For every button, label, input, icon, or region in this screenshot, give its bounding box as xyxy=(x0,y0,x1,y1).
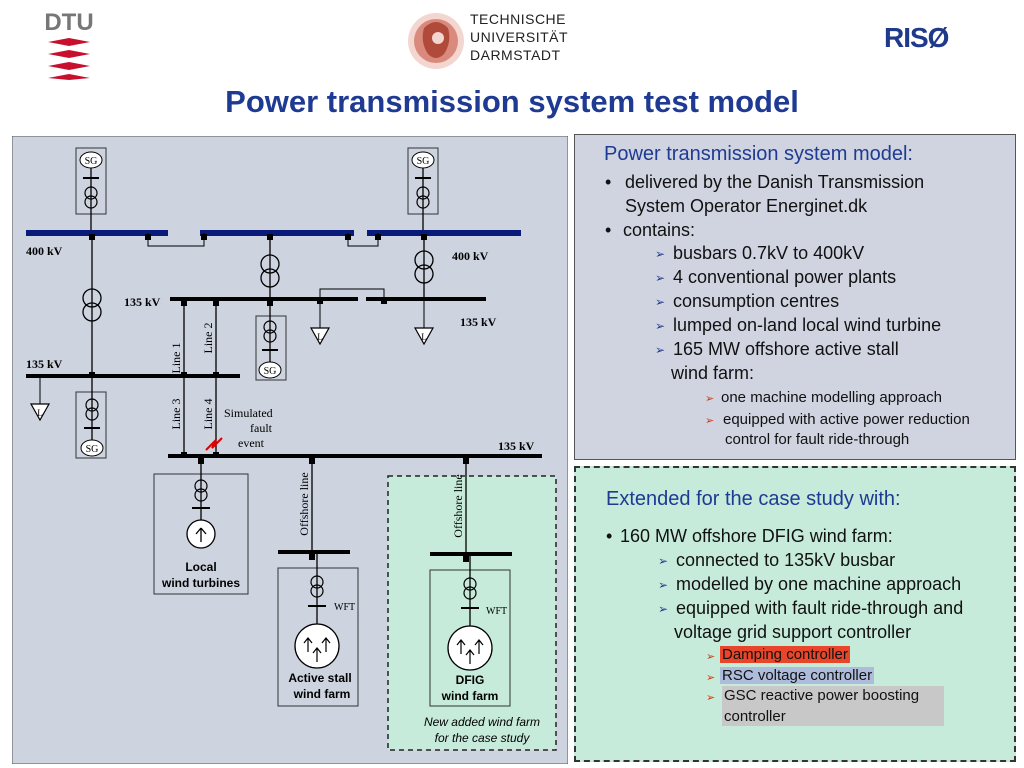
sg-block-lower-left xyxy=(75,391,107,459)
panel2-sub-1: connected to 135kV busbar xyxy=(676,550,896,570)
active-stall-label-1: Active stall xyxy=(288,671,351,685)
system-model-panel: Power transmission system model: • deliv… xyxy=(574,134,1016,460)
tud-line-2: UNIVERSITÄT xyxy=(470,29,569,45)
label-line-4: Line 4 xyxy=(201,399,215,430)
panel1-sub-4: lumped on-land local wind turbine xyxy=(673,315,942,335)
busbar-135kv-main xyxy=(168,454,542,458)
fault-label-line-2: fault xyxy=(250,421,273,435)
panel2-sub-2: modelled by one machine approach xyxy=(676,574,962,594)
sg-block-middle xyxy=(255,315,287,381)
panel2-bullet-1-dot: • xyxy=(606,526,613,546)
label-135kv-top: 135 kV xyxy=(124,295,161,309)
label-line-3: Line 3 xyxy=(169,399,183,430)
arrow-icon: ➢ xyxy=(655,271,666,285)
svg-text:L: L xyxy=(421,332,427,342)
arrow-icon: ➢ xyxy=(658,602,669,616)
panel2-subsub-1: Damping controller xyxy=(720,646,850,663)
dfig-label-1: DFIG xyxy=(456,673,485,687)
panel1-sub-1: busbars 0.7kV to 400kV xyxy=(673,243,865,263)
arrow-red-icon: ➢ xyxy=(706,651,716,663)
panel2-bullet-1: 160 MW offshore DFIG wind farm: xyxy=(620,526,893,546)
label-135kv-left: 135 kV xyxy=(26,357,63,371)
panel1-subsub-1: one machine modelling approach xyxy=(721,389,942,406)
busbar-135kv-top xyxy=(170,297,358,301)
arrow-red-icon: ➢ xyxy=(705,393,715,405)
sg-label-top-left: SG xyxy=(85,156,98,167)
page-title: Power transmission system test model xyxy=(225,84,799,119)
local-wt-label-1: Local xyxy=(185,560,216,574)
svg-text:L: L xyxy=(317,332,323,342)
panel2-sub-3: equipped with fault ride-through and xyxy=(676,598,964,618)
power-system-diagram: 400 kV 400 kV SG SG 135 kV 135 kV L L xyxy=(12,136,568,764)
panel2-sub-3-cont: voltage grid support controller xyxy=(674,622,912,642)
label-135kv-main: 135 kV xyxy=(498,439,535,453)
panel1-sub-2: 4 conventional power plants xyxy=(673,267,897,287)
busbar-135kv-right xyxy=(366,297,486,301)
tud-athena-logo xyxy=(408,13,464,69)
panel2-subsub-3: GSC reactive power boosting xyxy=(724,687,920,704)
dtu-logo-text: DTU xyxy=(44,9,93,36)
panel1-bullet-1-line-2: System Operator Energinet.dk xyxy=(625,196,868,216)
arrow-icon: ➢ xyxy=(655,295,666,309)
panel1-sub-5: 165 MW offshore active stall xyxy=(673,339,899,359)
panel1-bullet-2-dot: • xyxy=(605,220,612,240)
arrow-red-icon: ➢ xyxy=(706,692,716,704)
panel1-sub-5-cont: wind farm: xyxy=(671,363,755,383)
label-line-1: Line 1 xyxy=(169,343,183,374)
new-added-label-1: New added wind farm xyxy=(424,715,540,729)
local-wt-label-2: wind turbines xyxy=(161,576,240,590)
dfig-label-2: wind farm xyxy=(441,689,499,703)
fault-label-line-3: event xyxy=(238,436,265,450)
sg-label-top-right: SG xyxy=(417,156,430,167)
wind-farm-icon-dfig xyxy=(447,625,493,671)
panel2-subsub-3-cont: controller xyxy=(724,708,786,725)
wft-label-1: WFT xyxy=(334,602,355,613)
panel2-subsub-3-highlight xyxy=(722,686,944,726)
arrow-red-icon: ➢ xyxy=(706,672,716,684)
busbar-400kv-left xyxy=(26,230,168,236)
label-135kv-right: 135 kV xyxy=(460,315,497,329)
sg-label-middle: SG xyxy=(264,366,277,377)
label-400kv-left: 400 kV xyxy=(26,244,63,258)
arrow-icon: ➢ xyxy=(655,319,666,333)
panel1-bullet-1-dot: • xyxy=(605,172,612,192)
label-line-2: Line 2 xyxy=(201,323,215,354)
panel1-heading: Power transmission system model: xyxy=(604,143,913,165)
arrow-icon: ➢ xyxy=(655,247,666,261)
panel1-subsub-2-cont: control for fault ride-through xyxy=(725,431,910,448)
new-added-label-2: for the case study xyxy=(435,731,531,745)
busbar-400kv-right xyxy=(367,230,521,236)
panel1-subsub-2: equipped with active power reduction xyxy=(723,411,970,428)
tud-line-1: TECHNISCHE xyxy=(470,11,567,27)
svg-text:L: L xyxy=(37,408,43,418)
arrow-icon: ➢ xyxy=(658,578,669,592)
label-400kv-right: 400 kV xyxy=(452,249,489,263)
panel1-bullet-1-line-1: delivered by the Danish Transmission xyxy=(625,172,925,192)
tud-line-3: DARMSTADT xyxy=(470,47,561,63)
dtu-logo: DTU xyxy=(44,9,94,80)
wind-farm-icon-active-stall xyxy=(294,623,340,669)
panel2-subsub-2: RSC voltage controller xyxy=(720,667,875,684)
arrow-red-icon: ➢ xyxy=(705,415,715,427)
fault-lightning-icon xyxy=(205,437,223,451)
fault-label-line-1: Simulated xyxy=(224,406,273,420)
label-offshore-line-1: Offshore line xyxy=(297,472,311,535)
wft-label-2: WFT xyxy=(486,606,507,617)
riso-logo: RISØ xyxy=(884,22,949,53)
active-stall-label-2: wind farm xyxy=(293,687,351,701)
panel2-heading: Extended for the case study with: xyxy=(606,488,901,510)
tud-name: TECHNISCHE UNIVERSITÄT DARMSTADT xyxy=(470,10,568,64)
case-study-panel: Extended for the case study with: • 160 … xyxy=(574,466,1016,762)
busbar-135kv-left xyxy=(26,374,240,378)
sg-label-lower-left: SG xyxy=(86,444,99,455)
busbar-400kv-middle xyxy=(200,230,354,236)
arrow-icon: ➢ xyxy=(658,554,669,568)
panel1-bullet-2: contains: xyxy=(623,220,696,240)
arrow-icon: ➢ xyxy=(655,343,666,357)
label-offshore-line-2: Offshore line xyxy=(451,474,465,537)
panel1-sub-3: consumption centres xyxy=(673,291,840,311)
